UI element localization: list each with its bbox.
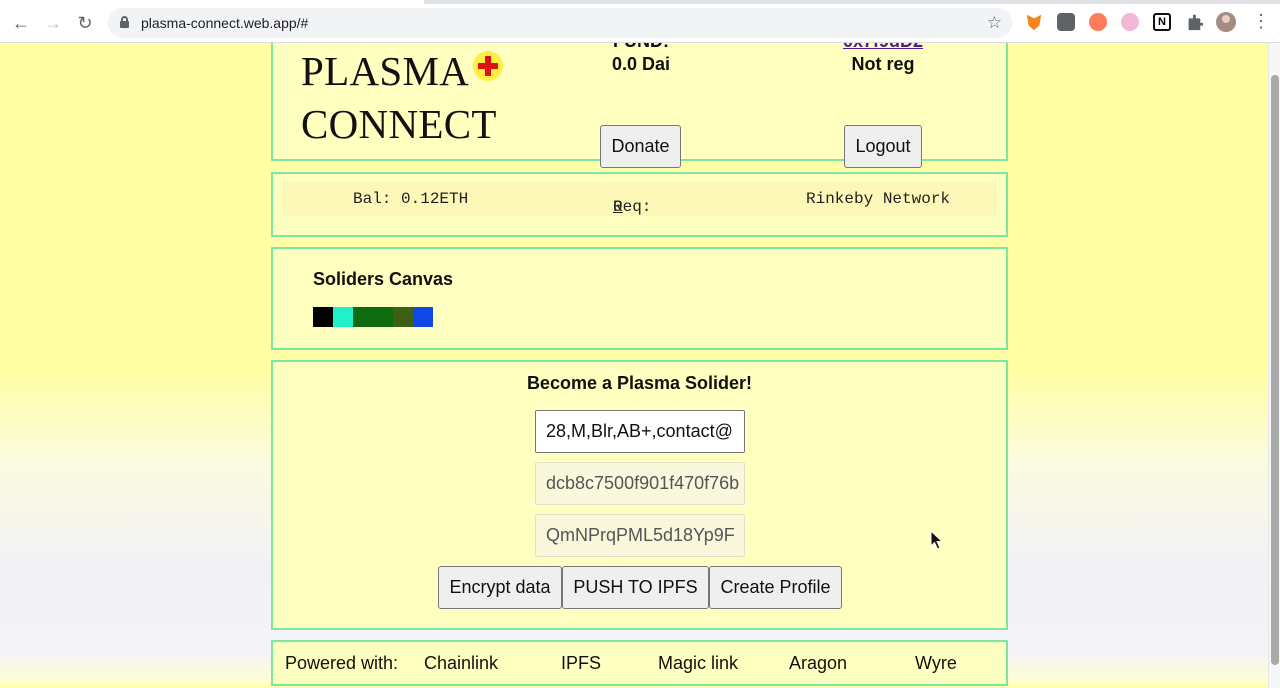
balance-strip: Bal: 0.12ETH Req: 0 Rinkeby Network: [283, 182, 996, 216]
medical-cross-icon: [473, 51, 504, 81]
profile-avatar[interactable]: [1216, 12, 1236, 32]
logo: PLASMA CONNECT: [301, 45, 521, 150]
powered-by-footer: Powered with: Chainlink IPFS Magic link …: [271, 640, 1008, 686]
footer-item-magic-link: Magic link: [658, 653, 739, 673]
reload-icon[interactable]: ↻: [77, 13, 93, 33]
peach-ext-icon[interactable]: [1089, 13, 1107, 31]
tab-strip: [0, 0, 1280, 4]
encrypted-data-field[interactable]: dcb8c7500f901f470f76b: [535, 462, 745, 505]
url-text[interactable]: plasma-connect.web.app/#: [141, 15, 309, 31]
back-icon[interactable]: ←: [12, 13, 30, 33]
address-bar[interactable]: plasma-connect.web.app/# ☆: [108, 8, 1012, 38]
scrollbar-thumb[interactable]: [1271, 75, 1279, 665]
create-profile-button[interactable]: Create Profile: [709, 566, 842, 609]
shield-ext-icon[interactable]: [1057, 13, 1075, 31]
footer-item-aragon: Aragon: [789, 653, 848, 673]
solider-swatch[interactable]: [413, 307, 433, 327]
forward-icon[interactable]: →: [44, 13, 62, 33]
solider-swatch[interactable]: [353, 307, 373, 327]
solider-data-input[interactable]: 28,M,Blr,AB+,contact@: [535, 410, 745, 453]
more-menu-icon[interactable]: ⋮: [1252, 11, 1270, 31]
puzzle-icon[interactable]: [1188, 14, 1203, 31]
solider-swatch[interactable]: [393, 307, 413, 327]
active-tab[interactable]: [0, 0, 424, 4]
notion-icon[interactable]: N: [1153, 13, 1171, 31]
page-viewport: PLASMA CONNECT FUND: 0.0 Dai 0x7f9dD2 No…: [0, 43, 1268, 688]
network-text: Rinkeby Network: [806, 190, 951, 208]
lock-icon[interactable]: [120, 16, 129, 28]
donate-button[interactable]: Donate: [600, 125, 681, 168]
ipfs-hash-field[interactable]: QmNPrqPML5d18Yp9F: [535, 514, 745, 557]
canvas-title: Soliders Canvas: [313, 269, 454, 289]
fund-info: FUND: 0.0 Dai: [591, 43, 691, 75]
bookmark-star-icon[interactable]: ☆: [986, 13, 1002, 32]
fund-value: 0.0 Dai: [611, 54, 671, 74]
account-address-link[interactable]: 0x7f9dD2: [833, 43, 933, 51]
requests-label: Req:: [613, 198, 652, 216]
push-to-ipfs-button[interactable]: PUSH TO IPFS: [562, 566, 709, 609]
footer-item-chainlink: Chainlink: [424, 653, 499, 673]
logo-word-connect: CONNECT: [301, 101, 497, 147]
footer-item-ipfs: IPFS: [561, 653, 602, 673]
page-scrollbar[interactable]: [1268, 43, 1280, 688]
balance-text: Bal: 0.12ETH: [353, 190, 469, 208]
registration-status: Not reg: [851, 54, 915, 74]
logo-word-plasma: PLASMA: [301, 48, 470, 94]
header-card: PLASMA CONNECT FUND: 0.0 Dai 0x7f9dD2 No…: [271, 43, 1008, 168]
solider-swatch-row: [313, 307, 433, 327]
requests-count-link[interactable]: 0: [613, 198, 623, 216]
solider-swatch[interactable]: [373, 307, 393, 327]
metamask-fox-icon[interactable]: [1026, 14, 1042, 31]
balance-card: Bal: 0.12ETH Req: 0 Rinkeby Network: [271, 172, 1008, 237]
logout-button[interactable]: Logout: [844, 125, 922, 168]
mouse-cursor-icon: [930, 530, 944, 550]
encrypt-data-button[interactable]: Encrypt data: [438, 566, 562, 609]
become-solider-card: Become a Plasma Solider! 28,M,Blr,AB+,co…: [271, 360, 1008, 630]
become-title: Become a Plasma Solider!: [526, 373, 753, 393]
browser-toolbar: ← → ↻ plasma-connect.web.app/# ☆ N ⋮: [0, 0, 1280, 43]
solider-swatch[interactable]: [333, 307, 353, 327]
powered-label: Powered with:: [285, 653, 399, 673]
account-info: 0x7f9dD2 Not reg: [833, 43, 933, 75]
footer-item-wyre: Wyre: [915, 653, 957, 673]
solider-swatch[interactable]: [313, 307, 333, 327]
unicorn-ext-icon[interactable]: [1121, 13, 1139, 31]
fund-label: FUND:: [591, 43, 691, 51]
soliders-canvas-card: Soliders Canvas: [271, 247, 1008, 350]
